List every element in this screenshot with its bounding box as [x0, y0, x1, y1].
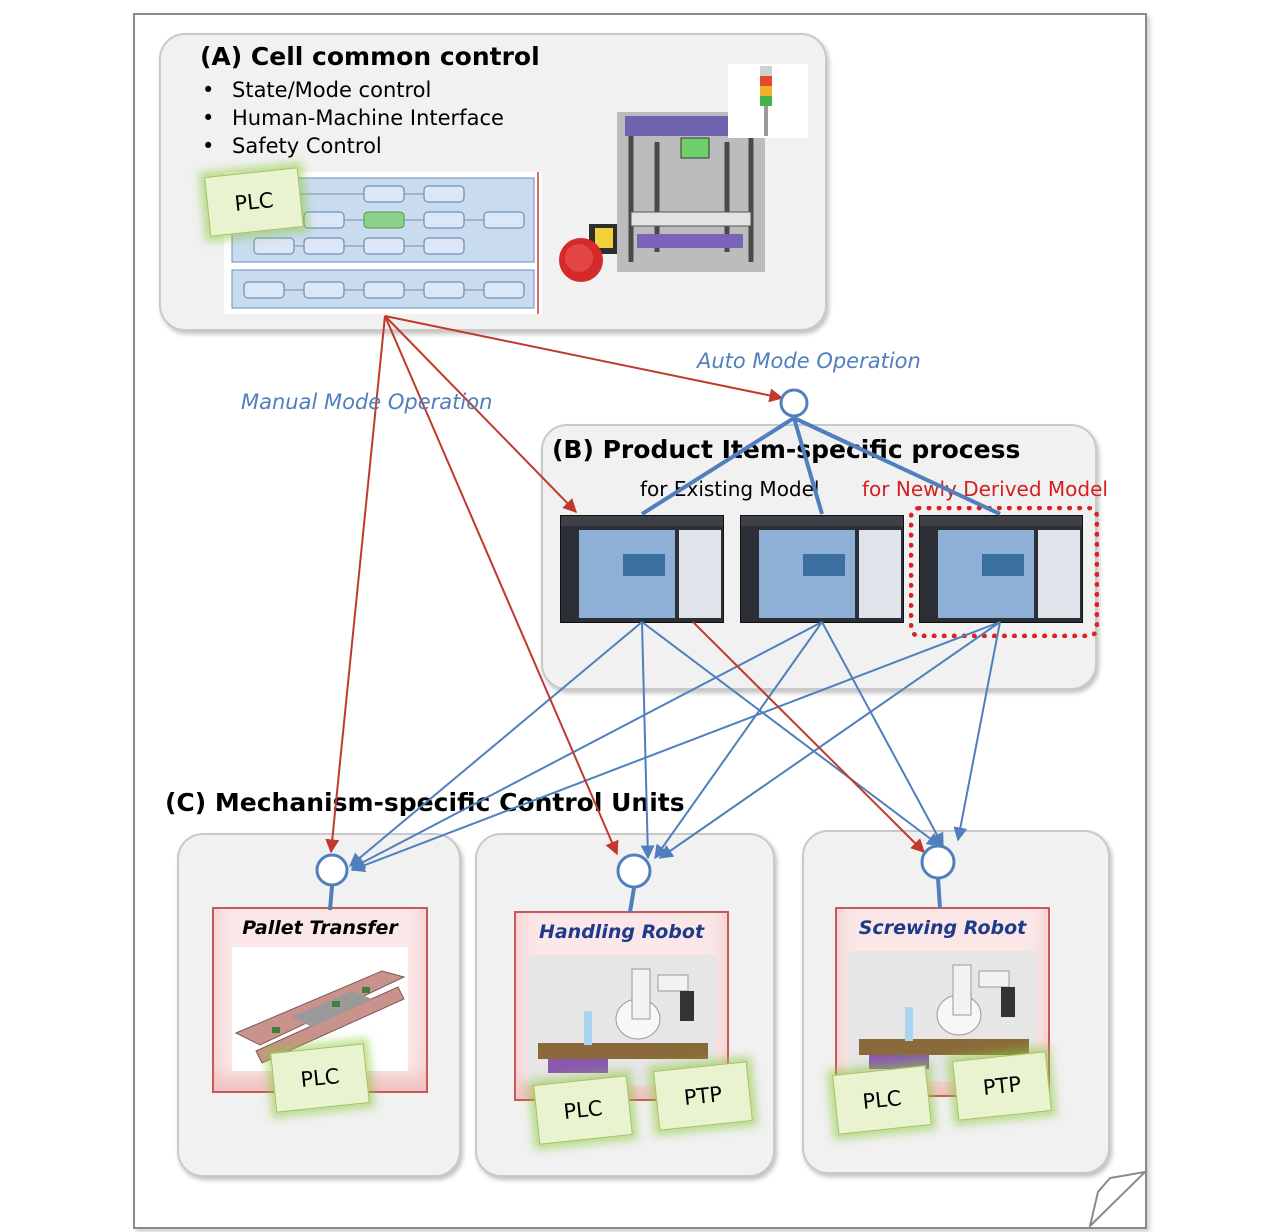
- panel-b-title: (B) Product Item-specific process: [552, 435, 1021, 464]
- cell-frame-image: [617, 112, 765, 272]
- derived-model-highlight: [909, 506, 1099, 638]
- handling-robot-unit: Handling Robot: [514, 911, 729, 1101]
- panel-a-title: (A) Cell common control: [200, 42, 540, 71]
- handling-robot-title: Handling Robot: [538, 921, 705, 943]
- process-screen-derived: [919, 515, 1083, 623]
- signal-tower-icon: [728, 64, 808, 138]
- screwing-robot-title: Screwing Robot: [858, 917, 1027, 939]
- auto-mode-interface: [779, 388, 809, 418]
- derived-model-label: for Newly Derived Model: [862, 477, 1108, 501]
- process-screen-existing-1: [560, 515, 724, 623]
- emergency-stop-icon: [559, 224, 619, 282]
- panel-a-bullets: •State/Mode control •Human-Machine Inter…: [202, 76, 504, 160]
- bullet-item: •Safety Control: [202, 134, 382, 158]
- bullet-item: •Human-Machine Interface: [202, 106, 504, 130]
- auto-interface-stub: [640, 416, 796, 516]
- pallet-transfer-title: Pallet Transfer: [242, 917, 398, 939]
- pallet-transfer-image: [232, 947, 408, 1071]
- manual-mode-label: Manual Mode Operation: [241, 390, 493, 414]
- auto-mode-label: Auto Mode Operation: [697, 349, 921, 373]
- bullet-item: •State/Mode control: [202, 78, 432, 102]
- process-screen-existing-2: [740, 515, 904, 623]
- handling-robot-image: [528, 955, 716, 1085]
